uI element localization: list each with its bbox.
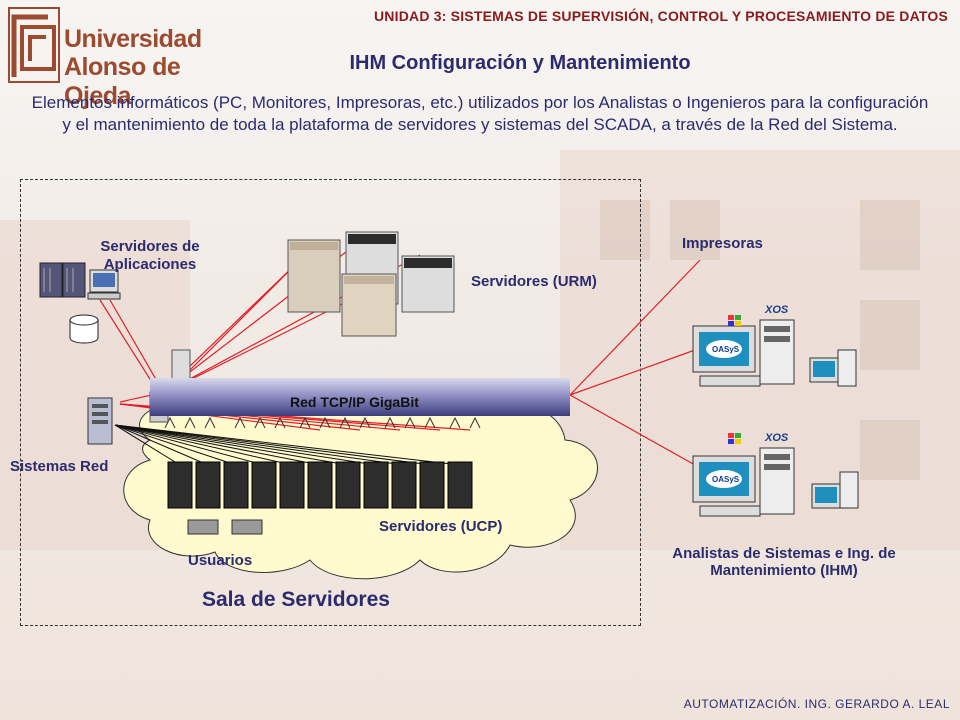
urm-servers-label: Servidores (URM) [471,273,597,290]
bar-connectors [164,416,481,429]
workstation-icon [692,447,859,517]
server-room-boundary [20,179,641,626]
logo-line2: Alonso de Ojeda [64,53,181,110]
unit-title: UNIDAD 3: SISTEMAS DE SUPERVISIÓN, CONTR… [373,8,948,24]
logo-line1: Universidad [64,25,202,53]
users-icon [187,519,263,535]
windows-logo-icon [728,315,741,444]
analysts-label: Analistas de Sistemas e Ing. de Mantenim… [672,545,896,579]
xos-tag: XOS [764,304,789,316]
oasys-brand-icon: OASyS OASyS [712,345,740,484]
network-label: Red TCP/IP GigaBit [290,394,419,410]
university-logo: Universidad Alonso de Ojeda [4,3,202,110]
database-icon [69,314,99,344]
oasys-tag: OASyS [712,345,740,354]
university-logo-mark [8,7,60,83]
app-servers-label: Servidores de Aplicaciones [100,238,200,273]
network-systems-icon [87,397,113,445]
slide-description: Elementos informáticos (PC, Monitores, I… [31,93,929,134]
slide-title: IHM Configuración y Mantenimiento [349,52,691,74]
tcpip-network-bar [150,378,570,416]
ucp-servers-icon [167,461,473,509]
oasys-tag: OASyS [712,475,740,484]
workstation-icon [692,319,857,387]
xos-tag: XOS [764,432,789,444]
ucp-servers-label: Servidores (UCP) [379,518,503,535]
printers-label: Impresoras [682,235,763,252]
server-room-label: Sala de Servidores [202,588,390,611]
urm-servers-icon [287,231,455,337]
ucp-links [114,424,461,466]
xos-brand-icon: XOS XOS [764,304,789,444]
footer-credit: AUTOMATIZACIÓN. ING. GERARDO A. LEAL [683,697,950,711]
app-servers-icon [39,262,121,300]
users-label: Usuarios [188,552,253,569]
network-systems-label: Sistemas Red [10,458,109,475]
